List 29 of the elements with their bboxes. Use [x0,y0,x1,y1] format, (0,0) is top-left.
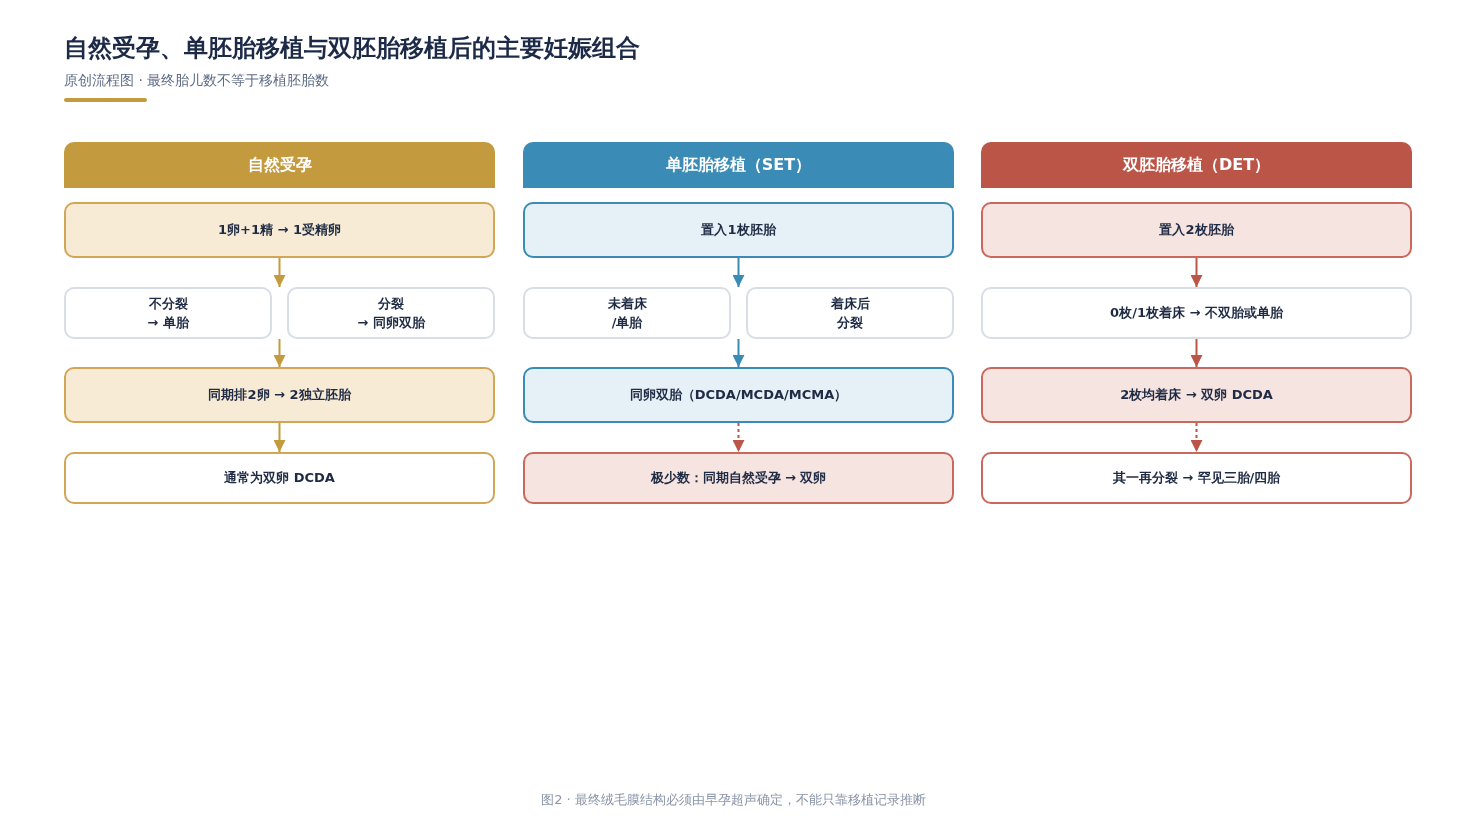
process-box: 极少数：同期自然受孕 → 双卵 [523,452,954,504]
arrow [1190,257,1203,288]
column-header: 双胚胎移植（DET） [981,142,1412,188]
arrow [273,338,286,368]
process-box: 其一再分裂 → 罕见三胎/四胎 [981,452,1412,504]
arrow [1190,422,1203,453]
column-header: 单胚胎移植（SET） [523,142,954,188]
process-box: 1卵+1精 → 1受精卵 [64,202,495,258]
column-header: 自然受孕 [64,142,495,188]
process-box: 0枚/1枚着床 → 不双胎或单胎 [981,287,1412,339]
process-box: 通常为双卵 DCDA [64,452,495,504]
process-box: 同期排2卵 → 2独立胚胎 [64,367,495,423]
arrow [732,422,745,453]
process-box: 2枚均着床 → 双卵 DCDA [981,367,1412,423]
process-box: 不分裂 → 单胎 [64,287,272,339]
arrow [1190,338,1203,368]
arrow [732,257,745,288]
title: 自然受孕、单胚胎移植与双胚胎移植后的主要妊娠组合 [64,33,640,64]
process-box: 着床后 分裂 [746,287,954,339]
process-box: 置入1枚胚胎 [523,202,954,258]
subtitle: 原创流程图 · 最终胎儿数不等于移植胚胎数 [64,72,330,90]
process-box: 同卵双胎（DCDA/MCDA/MCMA） [523,367,954,423]
arrow [732,338,745,368]
caption: 图2 · 最终绒毛膜结构必须由早孕超声确定，不能只靠移植记录推断 [540,791,927,809]
process-box: 分裂 → 同卵双胎 [287,287,495,339]
process-box: 未着床 /单胎 [523,287,731,339]
process-box: 置入2枚胚胎 [981,202,1412,258]
arrow [273,422,286,453]
arrow [273,257,286,288]
